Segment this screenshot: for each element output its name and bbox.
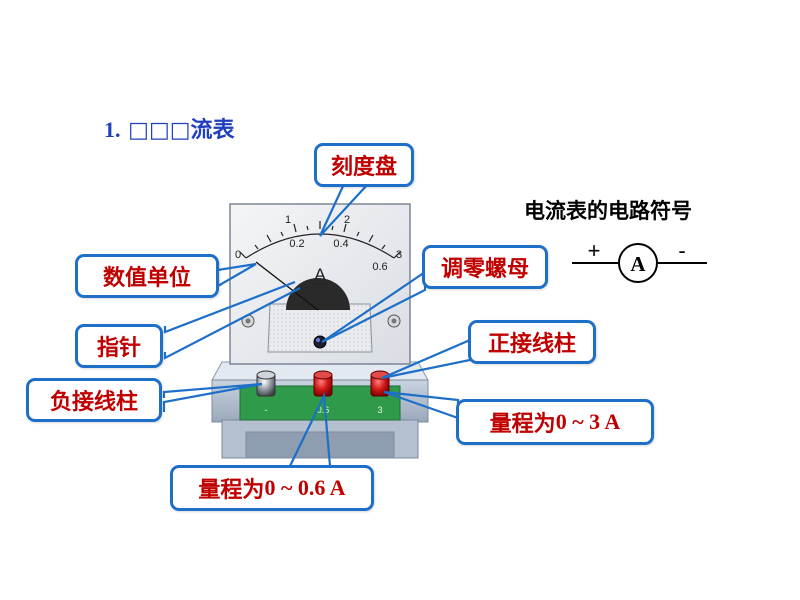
scale-bottom-0-4: 0.4 (333, 238, 348, 250)
terminal-0-6-knob[interactable] (313, 370, 333, 397)
terminal-label-negative: - (265, 405, 268, 415)
range-0-6-text: 量程为 (198, 478, 265, 503)
ammeter-symbol-letter: A (630, 252, 646, 276)
unit-symbol: A (314, 265, 326, 284)
zero-adjust-nut[interactable] (313, 335, 327, 349)
scale-top-1: 1 (285, 214, 291, 226)
terminal-label-3: 3 (377, 405, 382, 415)
ammeter-symbol-circle (618, 243, 658, 283)
callout-dial: 刻度盘 (314, 143, 414, 187)
callout-pointer: 指针 (75, 324, 163, 368)
plus-sign: + (588, 238, 601, 263)
title-placeholder-boxes: □□□ (128, 118, 191, 143)
title-suffix: 流表 (190, 118, 235, 143)
section-number: 1. (104, 117, 121, 142)
terminal-label-0-6: 0.6 (317, 405, 330, 415)
callout-positive-terminal: 正接线柱 (468, 320, 596, 364)
minus-sign: - (678, 238, 685, 263)
range-3-text: 量程为 (489, 412, 556, 437)
range-3-value: 0 ~ 3 A (555, 409, 621, 434)
range-0-6-value: 0 ~ 0.6 A (264, 475, 346, 500)
ammeter-circuit-symbol: A + - (572, 238, 707, 283)
scale-bottom-0-2: 0.2 (289, 238, 304, 250)
scale-top-2: 2 (344, 214, 350, 226)
screw-right (387, 314, 401, 328)
negative-terminal-knob[interactable] (256, 370, 276, 397)
scale-bottom-0-6: 0.6 (372, 261, 387, 273)
callout-zero-nut: 调零螺母 (422, 245, 548, 289)
circuit-symbol-title: 电流表的电路符号 (524, 199, 692, 223)
callout-unit: 数值单位 (75, 254, 219, 298)
dial-scale (239, 221, 401, 259)
callout-negative-terminal: 负接线柱 (26, 378, 162, 422)
scale-top-0: 0 (235, 249, 241, 261)
scale-top-3: 3 (396, 249, 402, 261)
section-title: 1. □□□流表 (104, 112, 235, 144)
